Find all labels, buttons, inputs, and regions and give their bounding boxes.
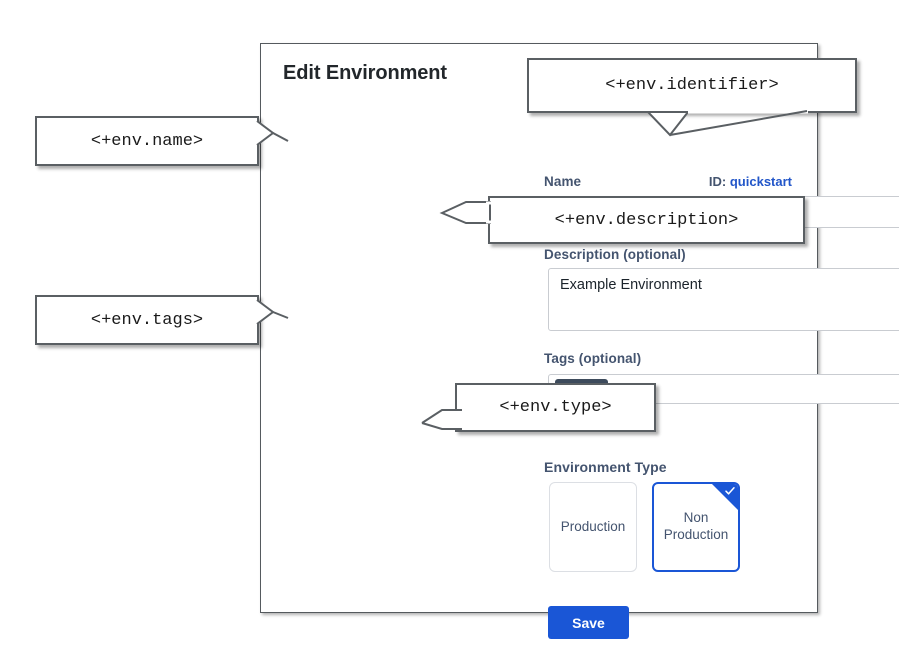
env-type-card-production-label: Production [560, 518, 626, 534]
env-type-line-2: Production [663, 527, 729, 542]
callout-env-identifier-text: <+env.identifier> [605, 76, 779, 95]
callout-env-type-tail-icon [421, 391, 462, 430]
callout-env-identifier-tail-icon [645, 110, 808, 137]
description-textarea[interactable] [548, 268, 899, 331]
callout-env-description-text: <+env.description> [554, 210, 739, 230]
callout-env-name-tail-icon [256, 120, 289, 146]
callout-env-identifier: <+env.identifier> [527, 58, 857, 113]
name-field-label: Name [544, 174, 582, 189]
save-button[interactable]: Save [548, 606, 629, 639]
environment-id-link[interactable]: quickstart [729, 174, 792, 189]
checkmark-icon [725, 487, 735, 495]
env-type-card-production[interactable]: Production [549, 482, 637, 572]
callout-env-tags-text: <+env.tags> [90, 310, 204, 330]
callout-env-description: <+env.description> [488, 196, 805, 244]
environment-id-prefix: ID: [708, 174, 727, 189]
environment-type-options: Production Non Production [549, 482, 740, 572]
callout-env-type-text: <+env.type> [499, 398, 612, 417]
env-type-line-1: Non [683, 510, 709, 526]
description-field-label: Description (optional) [544, 247, 686, 262]
env-type-card-non-production-label: Non Production [664, 510, 729, 544]
callout-env-description-tail-icon [439, 201, 494, 224]
env-type-card-non-production[interactable]: Non Production [652, 482, 740, 572]
page-title: Edit Environment [283, 62, 447, 84]
callout-env-name-text: <+env.name> [90, 131, 204, 151]
environment-type-label: Environment Type [544, 459, 667, 475]
callout-env-name: <+env.name> [35, 116, 259, 166]
callout-env-type: <+env.type> [455, 383, 656, 432]
environment-id-row: ID: quickstart [709, 174, 792, 189]
callout-env-tags: <+env.tags> [35, 295, 259, 345]
tags-field-label: Tags (optional) [544, 351, 642, 366]
callout-env-tags-tail-icon [256, 299, 289, 325]
